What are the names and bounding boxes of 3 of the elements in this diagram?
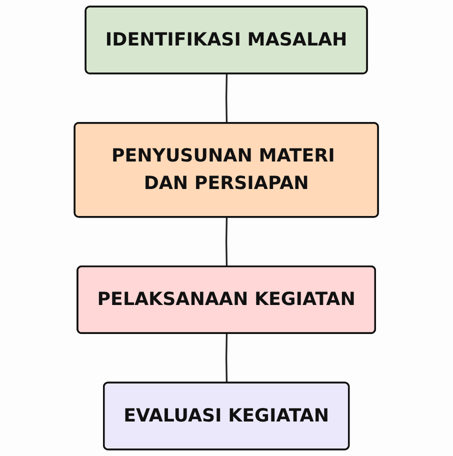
connector (226, 217, 228, 267)
connector (226, 334, 228, 384)
connector (226, 74, 228, 124)
